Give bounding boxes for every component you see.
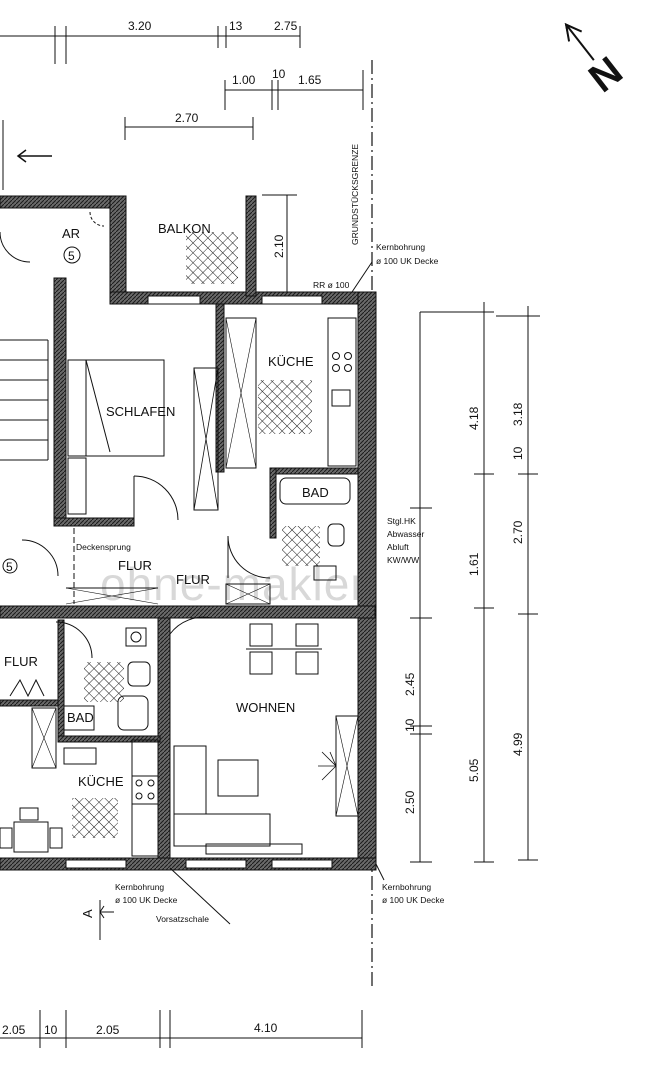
windows-bottom bbox=[65, 859, 333, 869]
stgl-line-4: KW/WW bbox=[387, 555, 419, 565]
room-label-ar: AR bbox=[62, 226, 80, 241]
dim-right-10b: 10 bbox=[403, 718, 417, 732]
dim-bottom-10: 10 bbox=[44, 1023, 58, 1037]
dim-right-499: 4.99 bbox=[511, 732, 525, 756]
deckensprung-label: Deckensprung bbox=[76, 542, 131, 552]
room-number-left: 5 bbox=[6, 560, 13, 574]
kueche-top-room: KÜCHE bbox=[225, 317, 357, 469]
dim-top-13: 13 bbox=[229, 19, 243, 33]
stgl-line-2: Abwasser bbox=[387, 529, 424, 539]
section-mark-a: A bbox=[80, 909, 95, 918]
dim-balkon-210: 2.10 bbox=[272, 234, 286, 258]
room-label-schlafen: SCHLAFEN bbox=[106, 404, 175, 419]
dim-right-270: 2.70 bbox=[511, 520, 525, 544]
north-arrow-icon: N bbox=[564, 22, 631, 101]
bottom-dimensions bbox=[0, 1010, 363, 1048]
windows-top bbox=[147, 295, 323, 305]
top-dimensions bbox=[0, 26, 364, 295]
kernbohrung-right-l1: Kernbohrung bbox=[382, 882, 431, 892]
dim-right-10a: 10 bbox=[511, 446, 525, 460]
left-apartment: FLUR BAD KÜCHE bbox=[0, 621, 159, 857]
dim-right-250: 2.50 bbox=[403, 790, 417, 814]
dim-bottom-410: 4.10 bbox=[254, 1021, 278, 1035]
dim-right-318: 3.18 bbox=[511, 402, 525, 426]
dim-top-10: 10 bbox=[272, 67, 286, 81]
ar-room: AR 5 bbox=[0, 211, 105, 264]
room-label-flur-left: FLUR bbox=[4, 654, 38, 669]
room-label-kueche-top: KÜCHE bbox=[268, 354, 314, 369]
kernbohrung-top: Kernbohrung ø 100 UK Decke RR ø 100 bbox=[313, 242, 439, 293]
schlafen-room: SCHLAFEN bbox=[67, 359, 219, 521]
bad-top-room: BAD bbox=[279, 477, 351, 581]
dim-top-320: 3.20 bbox=[128, 19, 152, 33]
room-label-flur-2: FLUR bbox=[176, 572, 210, 587]
room-number-ar: 5 bbox=[68, 249, 75, 263]
dim-top-270: 2.70 bbox=[175, 111, 199, 125]
stgl-line-1: Stgl.HK bbox=[387, 516, 416, 526]
vorsatzschale-label: Vorsatzschale bbox=[156, 914, 209, 924]
rr-label: RR ø 100 bbox=[313, 280, 350, 290]
bottom-annotations: Kernbohrung ø 100 UK Decke Vorsatzschale… bbox=[80, 863, 445, 940]
room-label-wohnen: WOHNEN bbox=[236, 700, 295, 715]
room-label-kueche-left: KÜCHE bbox=[78, 774, 124, 789]
dim-right-418: 4.18 bbox=[467, 406, 481, 430]
balkon-room: BALKON bbox=[158, 221, 238, 284]
dim-bottom-205b: 2.05 bbox=[96, 1023, 120, 1037]
dim-right-505: 5.05 bbox=[467, 758, 481, 782]
kernbohrung-bottom-l2: ø 100 UK Decke bbox=[115, 895, 178, 905]
kernbohrung-bottom-l1: Kernbohrung bbox=[115, 882, 164, 892]
wohnen-room: WOHNEN bbox=[169, 616, 359, 855]
kernbohrung-top-l1: Kernbohrung bbox=[376, 242, 425, 252]
staircase-left bbox=[0, 339, 49, 461]
dim-right-245: 2.45 bbox=[403, 672, 417, 696]
flur-area: Deckensprung FLUR FLUR 5 bbox=[2, 528, 271, 605]
dim-top-100: 1.00 bbox=[232, 73, 256, 87]
kernbohrung-right-l2: ø 100 UK Decke bbox=[382, 895, 445, 905]
room-label-bad-top: BAD bbox=[302, 485, 329, 500]
dim-bottom-205a: 2.05 bbox=[2, 1023, 26, 1037]
property-boundary-label: GRUNDSTÜCKSGRENZE bbox=[350, 144, 360, 245]
room-label-flur-1: FLUR bbox=[118, 558, 152, 573]
dim-top-275: 2.75 bbox=[274, 19, 298, 33]
entrance-arrow-icon bbox=[16, 149, 52, 163]
dim-right-161: 1.61 bbox=[467, 552, 481, 576]
kernbohrung-top-l2: ø 100 UK Decke bbox=[376, 256, 439, 266]
north-label: N bbox=[581, 49, 631, 101]
room-label-bad-left: BAD bbox=[67, 710, 94, 725]
right-dimensions bbox=[410, 302, 540, 863]
stgl-line-3: Abluft bbox=[387, 542, 409, 552]
stgl-annotation: Stgl.HK Abwasser Abluft KW/WW bbox=[387, 516, 424, 565]
dim-top-165: 1.65 bbox=[298, 73, 322, 87]
